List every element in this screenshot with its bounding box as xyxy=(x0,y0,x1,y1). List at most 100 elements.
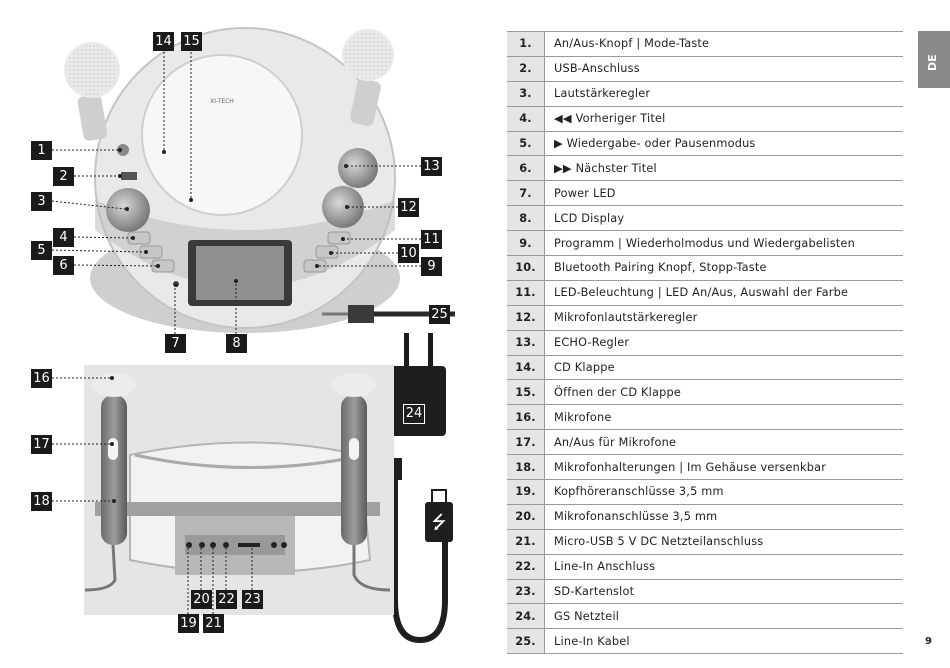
legend-description: LCD Display xyxy=(544,205,903,232)
legend-number: 21. xyxy=(507,529,545,555)
callout-14: 14 xyxy=(153,32,174,51)
legend-number: 19. xyxy=(507,479,545,505)
legend-row: 25.Line-In Kabel xyxy=(507,628,903,655)
callout-16: 16 xyxy=(31,369,52,388)
legend-row: 1.An/Aus-Knopf | Mode-Taste xyxy=(507,31,903,57)
callout-18: 18 xyxy=(31,492,52,511)
legend-number: 22. xyxy=(507,554,545,580)
legend-row: 3.Lautstärkeregler xyxy=(507,81,903,107)
usb-icon: ⭍ xyxy=(432,512,447,533)
legend-description: Power LED xyxy=(544,180,903,207)
legend-description: USB-Anschluss xyxy=(544,56,903,82)
legend-number: 8. xyxy=(507,205,545,232)
legend-row: 18.Mikrofonhalterungen | Im Gehäuse vers… xyxy=(507,454,903,481)
callout-22: 22 xyxy=(216,590,237,609)
legend-number: 25. xyxy=(507,628,545,655)
power-adapter: ⭍ xyxy=(388,333,453,644)
callout-15: 15 xyxy=(181,32,202,51)
legend-description: Line-In Anschluss xyxy=(544,554,903,580)
legend-row: 11.LED-Beleuchtung | LED An/Aus, Auswahl… xyxy=(507,280,903,306)
legend-description: Mikrofonlautstärkeregler xyxy=(544,305,903,331)
legend-row: 6.▶▶ Nächster Titel xyxy=(507,155,903,182)
legend-row: 8.LCD Display xyxy=(507,205,903,232)
legend-row: 24.GS Netzteil xyxy=(507,603,903,630)
microphone-right-rear xyxy=(332,373,391,592)
callout-21: 21 xyxy=(203,614,224,633)
legend-number: 9. xyxy=(507,230,545,257)
mic-volume-knob[interactable] xyxy=(322,186,364,228)
legend-number: 3. xyxy=(507,81,545,107)
leader-lines xyxy=(51,52,421,614)
legend-description: ▶▶ Nächster Titel xyxy=(544,155,903,182)
legend-number: 18. xyxy=(507,454,545,481)
callout-24: 24 xyxy=(403,404,425,424)
legend-description: Öffnen der CD Klappe xyxy=(544,379,903,406)
callout-23: 23 xyxy=(242,590,263,609)
legend-description: ◀◀ Vorheriger Titel xyxy=(544,106,903,132)
legend-number: 16. xyxy=(507,404,545,431)
callout-8: 8 xyxy=(226,334,247,353)
legend-description: Bluetooth Pairing Knopf, Stopp-Taste xyxy=(544,255,903,281)
legend-description: Mikrofonanschlüsse 3,5 mm xyxy=(544,504,903,530)
legend-description: LED-Beleuchtung | LED An/Aus, Auswahl de… xyxy=(544,280,903,306)
legend-number: 11. xyxy=(507,280,545,306)
legend-number: 14. xyxy=(507,355,545,381)
legend-row: 21.Micro-USB 5 V DC Netzteilanschluss xyxy=(507,529,903,555)
legend-row: 19.Kopfhöreranschlüsse 3,5 mm xyxy=(507,479,903,505)
legend-number: 4. xyxy=(507,106,545,132)
legend-number: 1. xyxy=(507,31,545,57)
legend-row: 20.Mikrofonanschlüsse 3,5 mm xyxy=(507,504,903,530)
legend-number: 10. xyxy=(507,255,545,281)
echo-knob[interactable] xyxy=(338,148,378,188)
legend-row: 5.▶ Wiedergabe- oder Pausenmodus xyxy=(507,131,903,157)
legend-description: Kopfhöreranschlüsse 3,5 mm xyxy=(544,479,903,505)
legend-row: 16.Mikrofone xyxy=(507,404,903,431)
device-illustration: XI-TECH xyxy=(51,27,455,644)
microphone-right-top xyxy=(342,29,394,126)
legend-description: An/Aus für Mikrofone xyxy=(544,429,903,456)
legend-description: ▶ Wiedergabe- oder Pausenmodus xyxy=(544,131,903,157)
legend-number: 5. xyxy=(507,131,545,157)
legend-row: 22.Line-In Anschluss xyxy=(507,554,903,580)
callout-9: 9 xyxy=(421,257,442,276)
legend-description: Mikrofone xyxy=(544,404,903,431)
callout-3: 3 xyxy=(31,192,52,211)
legend-row: 2.USB-Anschluss xyxy=(507,56,903,82)
callout-17: 17 xyxy=(31,435,52,454)
legend-description: SD-Kartenslot xyxy=(544,579,903,605)
legend-number: 17. xyxy=(507,429,545,456)
legend-description: An/Aus-Knopf | Mode-Taste xyxy=(544,31,903,57)
callout-6: 6 xyxy=(53,256,74,275)
legend-number: 24. xyxy=(507,603,545,630)
legend-number: 15. xyxy=(507,379,545,406)
legend-row: 9.Programm | Wiederholmodus und Wiederga… xyxy=(507,230,903,257)
callout-2: 2 xyxy=(53,167,74,186)
legend-description: Mikrofonhalterungen | Im Gehäuse versenk… xyxy=(544,454,903,481)
callout-4: 4 xyxy=(53,228,74,247)
legend-number: 13. xyxy=(507,330,545,356)
karaoke-player-rear-view xyxy=(84,365,394,615)
legend-description: Micro-USB 5 V DC Netzteilanschluss xyxy=(544,529,903,555)
legend-number: 2. xyxy=(507,56,545,82)
legend-row: 15.Öffnen der CD Klappe xyxy=(507,379,903,406)
legend-number: 20. xyxy=(507,504,545,530)
power-mode-button[interactable] xyxy=(117,144,129,156)
callout-12: 12 xyxy=(398,198,419,217)
usb-port xyxy=(121,172,137,180)
legend-number: 23. xyxy=(507,579,545,605)
legend-row: 12.Mikrofonlautstärkeregler xyxy=(507,305,903,331)
legend-row: 7.Power LED xyxy=(507,180,903,207)
callout-19: 19 xyxy=(178,614,199,633)
legend-row: 23.SD-Kartenslot xyxy=(507,579,903,605)
legend-description: Lautstärkeregler xyxy=(544,81,903,107)
microphone-left-top xyxy=(64,42,120,141)
callout-11: 11 xyxy=(421,230,442,249)
legend-description: GS Netzteil xyxy=(544,603,903,630)
language-tab-label: DE xyxy=(926,54,939,71)
callout-20: 20 xyxy=(191,590,212,609)
callout-5: 5 xyxy=(31,241,52,260)
legend-row: 13.ECHO-Regler xyxy=(507,330,903,356)
page-number: 9 xyxy=(925,636,932,647)
legend-description: ECHO-Regler xyxy=(544,330,903,356)
